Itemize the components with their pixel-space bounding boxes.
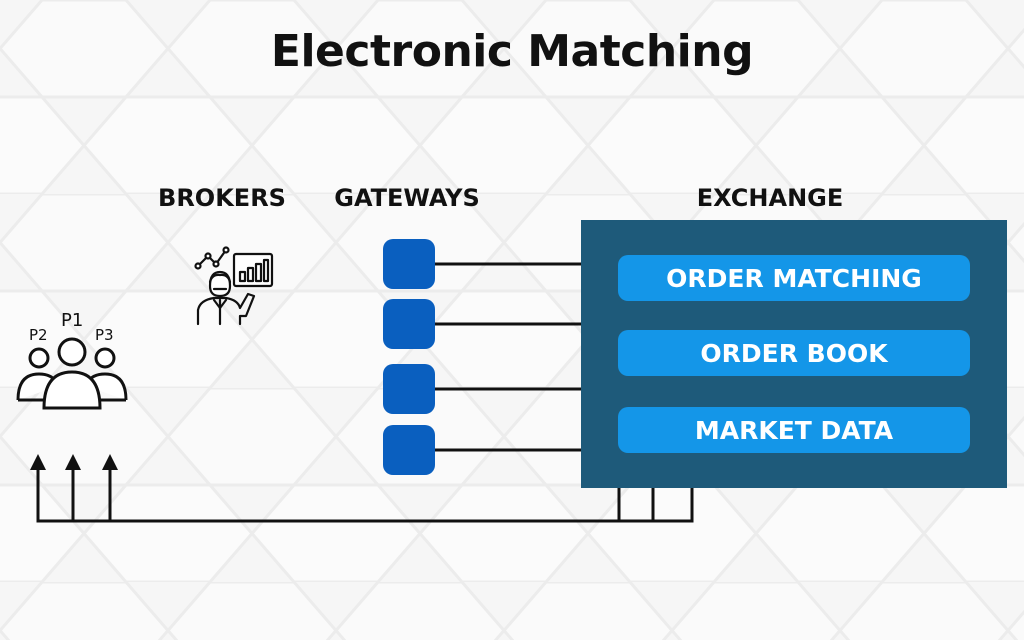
order-matching-module: ORDER MATCHING [618, 255, 970, 301]
exchange-label: EXCHANGE [696, 184, 844, 212]
order-book-module: ORDER BOOK [618, 330, 970, 376]
participant-label-p1: P1 [61, 310, 84, 331]
people-group-icon [16, 337, 128, 410]
arrow-head-3 [102, 454, 118, 470]
market-data-module: MARKET DATA [618, 407, 970, 453]
gateways-label: GATEWAYS [334, 184, 480, 212]
participant-label-p3: P3 [95, 326, 114, 344]
exchange-box: ORDER MATCHING ORDER BOOK MARKET DATA [581, 220, 1007, 488]
brokers-label: BROKERS [158, 184, 286, 212]
gateway-3 [383, 364, 435, 414]
broker-presenting-chart-icon [194, 246, 274, 326]
participant-label-p2: P2 [29, 326, 48, 344]
gateway-2 [383, 299, 435, 349]
arrow-head-2 [65, 454, 81, 470]
diagram-title: Electronic Matching [270, 26, 754, 77]
arrow-head-1 [30, 454, 46, 470]
gateway-4 [383, 425, 435, 475]
gateway-1 [383, 239, 435, 289]
